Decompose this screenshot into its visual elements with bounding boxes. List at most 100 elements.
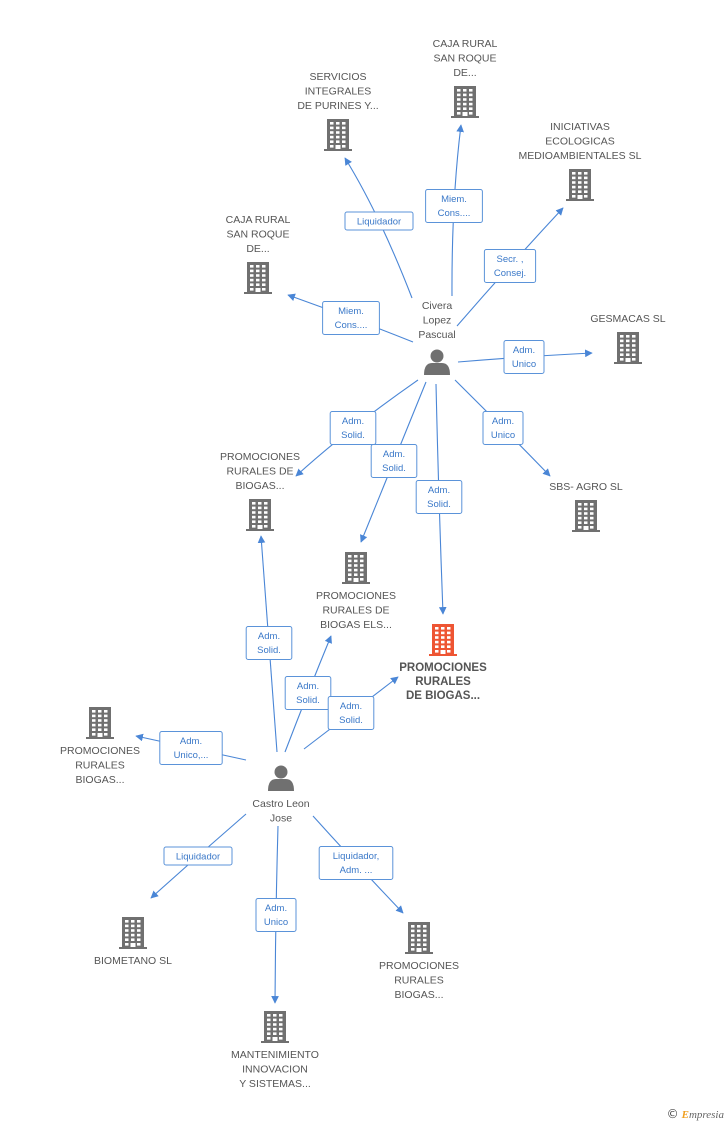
node-promo_left[interactable]: PROMOCIONES RURALES BIOGAS... (60, 707, 140, 786)
brand-initial: E (681, 1109, 689, 1121)
edge-label-5: Adm.Solid. (329, 411, 377, 445)
edge-label-box (482, 411, 524, 445)
node-label: CAJA RURAL (226, 214, 291, 226)
edge-label-text: Solid. (257, 645, 281, 656)
edge-label-box (245, 626, 293, 660)
edge-label-12: Adm.Unico,... (159, 731, 223, 765)
edge-label-text: Adm. (297, 681, 319, 692)
node-label: PROMOCIONES (60, 745, 140, 757)
edge-label-14: Adm. Unico (255, 898, 297, 932)
node-label: INTEGRALES (305, 86, 372, 98)
person-icon (268, 765, 294, 791)
edge-label-text: Adm. (428, 485, 450, 496)
building-icon (614, 332, 642, 364)
edge-label-9: Adm.Solid. (245, 626, 293, 660)
edge-label-1: Miem. Cons.... (425, 189, 483, 223)
edge-label-box (318, 846, 394, 880)
edge-label-text: Miem. (338, 306, 364, 317)
building-icon (566, 169, 594, 201)
node-promo_br[interactable]: PROMOCIONES RURALES BIOGAS... (379, 922, 459, 1001)
edge-label-box (322, 301, 380, 335)
building-icon (244, 262, 272, 294)
edge-label-15: Liquidador,Adm. ... (318, 846, 394, 880)
node-label: SBS- AGRO SL (549, 481, 623, 493)
node-label: INNOVACION (242, 1064, 308, 1076)
edge-label-box (255, 898, 297, 932)
nodes: CAJA RURAL SAN ROQUE DE... SERVICIOS INTEGRA… (60, 38, 666, 1090)
node-label: BIOGAS... (394, 989, 443, 1001)
node-label: Pascual (418, 329, 455, 341)
edge-label-text: Miem. (441, 194, 467, 205)
building-icon (119, 917, 147, 949)
edge-label-text: Consej. (494, 268, 526, 279)
edge-label-4: Adm. Unico (503, 340, 545, 374)
edge-label-box (425, 189, 483, 223)
edge-label-text: Cons.... (335, 320, 368, 331)
edge-label-7: Adm. Solid. (415, 480, 463, 514)
edge-label-text: Unico (491, 430, 515, 441)
edge-label-text: Solid. (341, 430, 365, 441)
node-servicios[interactable]: SERVICIOS INTEGRALES DE PURINES Y... (297, 71, 379, 151)
building-icon (342, 552, 370, 584)
edge-label-text: Adm. (340, 701, 362, 712)
building-icon (429, 624, 457, 656)
edge-label-text: Solid. (427, 499, 451, 510)
edge-label-box (344, 211, 414, 231)
edge-label-box (503, 340, 545, 374)
person-icon (424, 349, 450, 375)
node-sbs[interactable]: SBS- AGRO SL (549, 481, 623, 532)
node-label: BIOGAS ELS... (320, 619, 392, 631)
edge-label-box (415, 480, 463, 514)
node-label: SAN ROQUE (226, 229, 289, 241)
edge-label-text: Unico (512, 359, 536, 370)
node-label: BIOGAS... (75, 774, 124, 786)
node-label: Y SISTEMAS... (239, 1078, 311, 1090)
node-label: SERVICIOS (310, 71, 367, 83)
node-label: INICIATIVAS (550, 121, 610, 133)
edge-label-text: Adm. ... (340, 865, 373, 876)
node-label: PROMOCIONES (220, 451, 300, 463)
node-biometano[interactable]: BIOMETANO SL (94, 917, 172, 967)
building-icon (324, 119, 352, 151)
node-label: MEDIOAMBIENTALES SL (519, 150, 642, 162)
edge-label-11: Adm.Solid. (327, 696, 375, 730)
node-gesmacas[interactable]: GESMACAS SL (590, 313, 666, 364)
edge-label-text: Unico,... (174, 750, 209, 761)
node-label: BIOMETANO SL (94, 955, 172, 967)
edge-label-box (370, 444, 418, 478)
edge-label-text: Adm. (513, 345, 535, 356)
node-label: PROMOCIONES (379, 960, 459, 972)
edge-label-text: Secr. , (497, 254, 524, 265)
edge-label-2: Secr. , Consej. (483, 249, 537, 283)
edge-label-13: Liquidador (163, 846, 233, 866)
node-label: PROMOCIONES (316, 590, 396, 602)
edge-label-box (163, 846, 233, 866)
edge-label-box (159, 731, 223, 765)
node-label: GESMACAS SL (590, 313, 665, 325)
edge-label-6: Adm.Solid. (370, 444, 418, 478)
node-label: RURALES (394, 975, 444, 987)
node-caja2[interactable]: CAJA RURAL SAN ROQUE DE... (226, 214, 291, 294)
edge-label-text: Unico (264, 917, 288, 928)
node-label: Castro Leon (252, 798, 309, 810)
building-icon (451, 86, 479, 118)
edge-label-8: Adm.Unico (482, 411, 524, 445)
node-label: CAJA RURAL (433, 38, 498, 50)
node-label: RURALES (75, 760, 125, 772)
edge-label-text: Adm. (265, 903, 287, 914)
node-label: DE PURINES Y... (297, 100, 378, 112)
edge-label-text: Liquidador (357, 217, 401, 228)
edge-label-box (329, 411, 377, 445)
node-label: DE... (246, 243, 269, 255)
brand-logo: ©Empresia (667, 1107, 724, 1121)
edge-label-text: Cons.... (438, 208, 471, 219)
